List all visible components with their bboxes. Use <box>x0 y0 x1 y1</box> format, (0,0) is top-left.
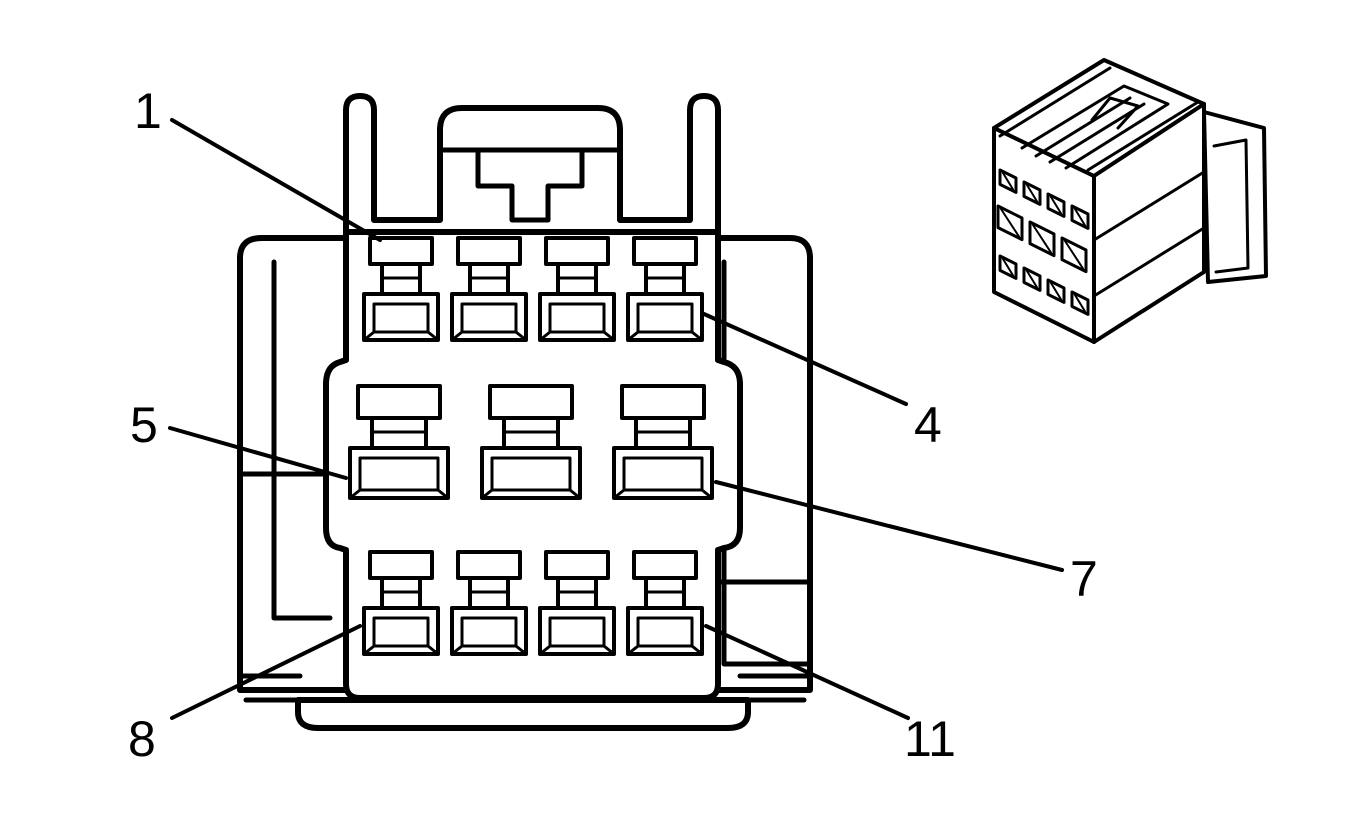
callout-label-7: 7 <box>1070 551 1098 607</box>
terminal-cavity-7 <box>612 384 714 500</box>
inset-cavity <box>1022 180 1042 206</box>
callout-label-1: 1 <box>134 83 162 139</box>
inset-cavity <box>1046 192 1066 218</box>
inset-cavity <box>998 168 1018 194</box>
leader-line-1 <box>170 118 382 242</box>
leader-line-4 <box>702 312 908 406</box>
inset-cavity <box>996 204 1024 242</box>
leader-line-8 <box>170 624 362 720</box>
terminal-cavity-10 <box>538 550 616 656</box>
callout-leaders <box>168 118 1064 720</box>
terminal-cavity-3 <box>538 236 616 342</box>
inset-cavities <box>996 168 1090 316</box>
inset-cavity <box>1060 236 1088 274</box>
terminal-cavity-2 <box>450 236 528 342</box>
terminal-cavities <box>348 236 714 656</box>
inset-cavity <box>1022 266 1042 292</box>
terminal-cavity-9 <box>450 550 528 656</box>
terminal-cavity-1 <box>362 236 440 342</box>
callout-label-4: 4 <box>914 397 942 453</box>
terminal-cavity-5 <box>348 384 450 500</box>
callout-label-11: 11 <box>904 711 956 767</box>
callout-labels: 1 4 5 7 8 11 <box>128 83 1098 767</box>
leader-line-11 <box>704 624 910 720</box>
leader-line-7 <box>714 480 1064 572</box>
terminal-cavity-11 <box>626 550 704 656</box>
inset-cavity <box>1028 220 1056 258</box>
callout-label-5: 5 <box>130 397 158 453</box>
inset-cavity <box>1070 290 1090 316</box>
leader-line-5 <box>168 426 348 480</box>
terminal-cavity-6 <box>480 384 582 500</box>
inset-cavity <box>1046 278 1066 304</box>
callout-label-8: 8 <box>128 711 156 767</box>
terminal-cavity-4 <box>626 236 704 342</box>
terminal-cavity-8 <box>362 550 440 656</box>
inset-cavity <box>998 254 1018 280</box>
inset-cavity <box>1070 204 1090 230</box>
